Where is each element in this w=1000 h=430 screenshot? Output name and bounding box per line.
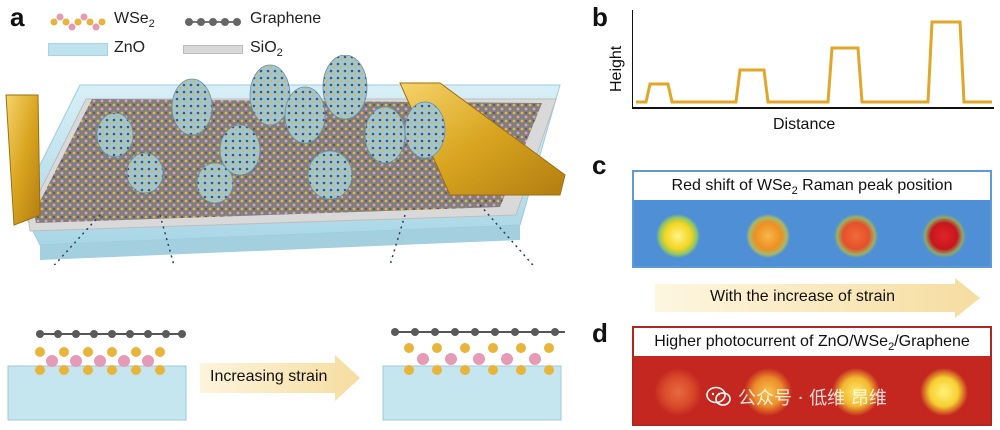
- height-profile-plot: [632, 10, 994, 109]
- wse2-chain-icon: [50, 13, 106, 31]
- increasing-strain-arrow: Increasing strain: [200, 355, 360, 401]
- ylabel-text: Height: [608, 45, 625, 92]
- legend-zno: ZnO: [114, 39, 146, 56]
- height-profile-line: [636, 20, 992, 104]
- strain-increase-arrow-shape: [655, 278, 980, 318]
- cross-section-unstrained: [7, 330, 187, 421]
- increasing-strain-label: Increasing strain: [210, 368, 328, 385]
- wechat-icon: [706, 386, 731, 406]
- watermark-text: 公众号 · 低维 昂维: [738, 388, 887, 409]
- legend-sio2: SiO2: [250, 39, 283, 60]
- photocurrent-map-image: [634, 356, 990, 424]
- panel-a-letter: a: [10, 2, 25, 32]
- zno-swatch: [48, 43, 108, 56]
- panel-d-letter: d: [592, 318, 608, 348]
- raman-map-panel: Red shift of WSe2 Raman peak position: [632, 170, 992, 268]
- graphene-chain-icon: [185, 18, 241, 26]
- raman-title: Red shift of WSe2 Raman peak position: [634, 172, 990, 200]
- photocurrent-map-panel: Higher photocurrent of ZnO/WSe2/Graphene…: [632, 326, 992, 426]
- legend-graphene: Graphene: [250, 10, 322, 27]
- legend-a: WSe2 Graphene ZnO SiO2: [48, 8, 348, 63]
- device-illustration: [5, 55, 566, 265]
- raman-map-image: [634, 200, 990, 266]
- strain-increase-label: With the increase of strain: [710, 288, 895, 305]
- panel-c-letter: c: [592, 150, 607, 180]
- strain-arrow-shape: [200, 355, 360, 401]
- photocurrent-title: Higher photocurrent of ZnO/WSe2/Graphene: [634, 328, 990, 356]
- sio2-swatch: [183, 45, 243, 54]
- axis-x-label: Distance: [773, 116, 836, 133]
- strain-increase-arrow: With the increase of strain: [655, 278, 980, 318]
- cross-section-strained: [382, 328, 565, 421]
- legend-wse2: WSe2: [114, 10, 155, 31]
- panel-b-letter: b: [592, 2, 608, 32]
